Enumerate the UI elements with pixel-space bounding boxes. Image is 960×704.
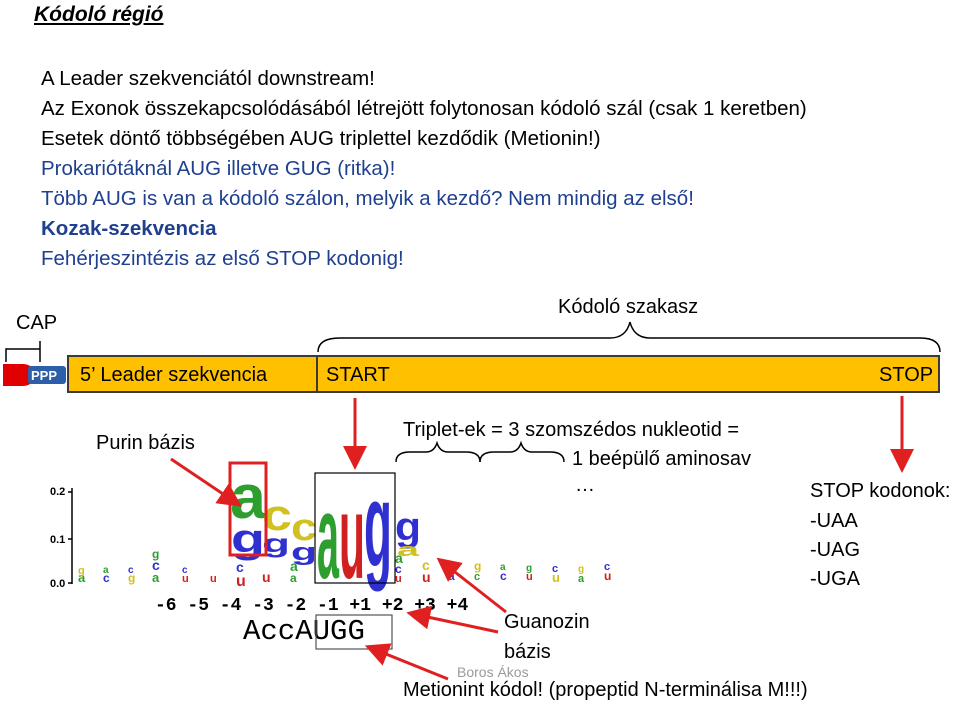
kozak-suffix: G — [347, 615, 365, 648]
svg-text:u: u — [182, 573, 189, 585]
stop-codons-title: STOP kodonok: — [810, 480, 951, 502]
svg-text:c: c — [236, 559, 244, 575]
svg-text:c: c — [395, 562, 402, 576]
bullet-2: Az Exonok összekapcsolódásából létrejött… — [41, 97, 807, 120]
logo-letter-u-p2: u — [339, 470, 365, 604]
purine-arrow — [170, 457, 242, 507]
guanosine-arrow-seq — [406, 605, 499, 634]
svg-text:a: a — [103, 565, 109, 576]
logo-y-tick-0-0: 0.0 — [50, 578, 66, 590]
methionine-arrow — [364, 643, 449, 681]
svg-text:a: a — [578, 573, 585, 585]
triplet-label-line2: 1 beépülő aminosav — [572, 448, 752, 470]
mrna-bar — [67, 355, 940, 393]
ellipsis-label: … — [575, 474, 595, 496]
ppp-label: PPP — [31, 368, 57, 383]
methionine-note: Metionint kódol! (propeptid N-terminális… — [403, 679, 808, 701]
logo-baseline-letters: a g c a g c a c g u c u u c u a a u c a … — [78, 547, 611, 590]
svg-text:g: g — [578, 564, 584, 575]
cap-shape — [3, 364, 34, 386]
cap-bracket — [5, 341, 41, 362]
svg-text:c: c — [604, 561, 610, 573]
svg-text:a: a — [395, 550, 403, 566]
aug-highlight-box — [314, 472, 396, 584]
kozak-aug-box — [315, 614, 393, 650]
leader-start-divider — [316, 355, 318, 393]
bullet-7: Fehérjeszintézis az első STOP kodonig! — [41, 247, 404, 270]
svg-text:a: a — [290, 558, 298, 574]
slide-title: Kódoló régió — [34, 3, 164, 26]
triplet-label-line1: Triplet-ek = 3 szomszédos nukleotid = — [403, 419, 740, 441]
svg-text:c: c — [103, 571, 110, 585]
svg-text:u: u — [262, 569, 271, 585]
logo-letter-a-p4: a — [397, 540, 421, 560]
stop-codon-uag: -UAG — [810, 539, 860, 561]
svg-text:c: c — [152, 557, 160, 573]
logo-letter-g-m1: g — [291, 539, 317, 566]
svg-text:g: g — [526, 563, 532, 574]
logo-letter-g-p3: g — [364, 458, 392, 592]
stop-label: STOP — [879, 364, 934, 386]
guanosine-arrow-logo — [436, 557, 507, 614]
svg-text:a: a — [152, 570, 160, 585]
stop-codon-uaa: -UAA — [810, 510, 858, 532]
logo-y-tick-0-2: 0.2 — [50, 486, 66, 498]
start-label: START — [326, 364, 390, 386]
kozak-core: AUG — [295, 615, 348, 648]
logo-main-letters: a g c g c g a u g g a — [230, 458, 421, 604]
svg-text:a: a — [290, 571, 297, 585]
guanosine-label-line1: Guanozin — [504, 611, 590, 633]
svg-text:c: c — [474, 571, 480, 583]
triplet-brace-1 — [395, 440, 481, 463]
svg-text:u: u — [526, 571, 533, 583]
svg-text:a: a — [78, 570, 86, 585]
purine-highlight-box — [228, 461, 268, 557]
svg-text:u: u — [422, 569, 431, 585]
logo-letter-c-m1: c — [291, 507, 317, 549]
logo-y-tick-0-1: 0.1 — [50, 534, 66, 546]
author-credit: Boros Ákos — [457, 664, 529, 680]
logo-letter-a-p1: a — [317, 470, 339, 604]
stop-codon-uga: -UGA — [810, 568, 860, 590]
svg-text:u: u — [395, 573, 402, 585]
svg-text:u: u — [210, 573, 217, 585]
cap-label: CAP — [16, 312, 58, 334]
svg-text:u: u — [552, 570, 560, 585]
bullet-4: Prokariótáknál AUG illetve GUG (ritka)! — [41, 157, 396, 180]
coding-region-label: Kódoló szakasz — [558, 296, 699, 318]
svg-text:g: g — [152, 547, 159, 561]
svg-text:g: g — [474, 559, 481, 573]
bullet-kozak: Kozak-szekvencia — [41, 217, 217, 240]
guanosine-label-line2: bázis — [504, 641, 551, 663]
logo-positions: -6 -5 -4 -3 -2 -1 +1 +2 +3 +4 — [155, 596, 469, 616]
purine-label: Purin bázis — [96, 432, 195, 454]
svg-text:c: c — [422, 557, 430, 573]
leader-label: 5’ Leader szekvencia — [80, 364, 268, 386]
svg-text:u: u — [236, 573, 246, 590]
bullet-3: Esetek döntő többségében AUG triplettel … — [41, 127, 601, 150]
kozak-sequence: AccAUGG — [243, 617, 365, 646]
ppp-box — [28, 366, 66, 384]
svg-text:c: c — [182, 565, 188, 576]
svg-text:c: c — [128, 565, 134, 576]
svg-text:g: g — [128, 571, 135, 585]
svg-text:u: u — [604, 569, 611, 583]
bullet-1: A Leader szekvenciától downstream! — [41, 67, 375, 90]
triplet-brace-2 — [479, 440, 565, 463]
svg-text:g: g — [78, 565, 85, 577]
svg-text:c: c — [552, 563, 558, 575]
svg-text:c: c — [500, 569, 507, 583]
coding-region-brace — [317, 321, 941, 353]
logo-letter-g-p4: g — [395, 505, 421, 549]
kozak-prefix: Acc — [243, 615, 296, 648]
bullet-5: Több AUG is van a kódoló szálon, melyik … — [41, 187, 694, 210]
svg-text:a: a — [500, 562, 506, 573]
